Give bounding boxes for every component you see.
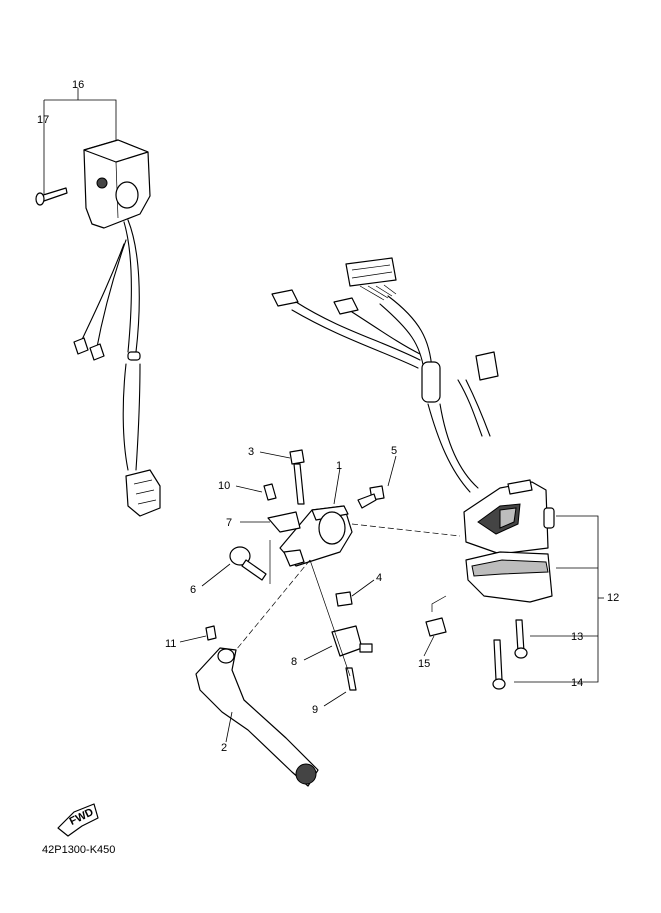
callout-4: 4 xyxy=(376,572,382,584)
fwd-arrow-badge: FWD xyxy=(57,803,99,837)
callout-11: 11 xyxy=(165,638,176,650)
callout-3: 3 xyxy=(248,446,254,458)
callout-10: 10 xyxy=(218,480,230,492)
lever xyxy=(195,625,319,787)
callout-7: 7 xyxy=(226,517,232,529)
lever-holder-assembly xyxy=(229,449,461,691)
callout-labels: 1 2 3 4 5 6 7 8 9 10 11 12 13 14 15 16 1… xyxy=(37,79,619,754)
callout-6: 6 xyxy=(190,584,196,596)
callout-14: 14 xyxy=(571,677,583,689)
leader-lines xyxy=(179,451,435,743)
callout-16: 16 xyxy=(72,79,84,91)
callout-15: 15 xyxy=(418,658,430,670)
callout-12: 12 xyxy=(607,592,619,604)
callout-13: 13 xyxy=(571,631,583,643)
callout-17: 17 xyxy=(37,114,49,126)
callout-1: 1 xyxy=(336,460,342,472)
callout-8: 8 xyxy=(291,656,297,668)
right-wiring-harness xyxy=(271,257,499,493)
right-handlebar-switch xyxy=(425,479,604,690)
callout-9: 9 xyxy=(312,704,318,716)
diagram-code: 42P1300-K450 xyxy=(42,844,115,856)
callout-5: 5 xyxy=(391,445,397,457)
callout-2: 2 xyxy=(221,742,227,754)
left-handlebar-switch xyxy=(35,88,161,517)
